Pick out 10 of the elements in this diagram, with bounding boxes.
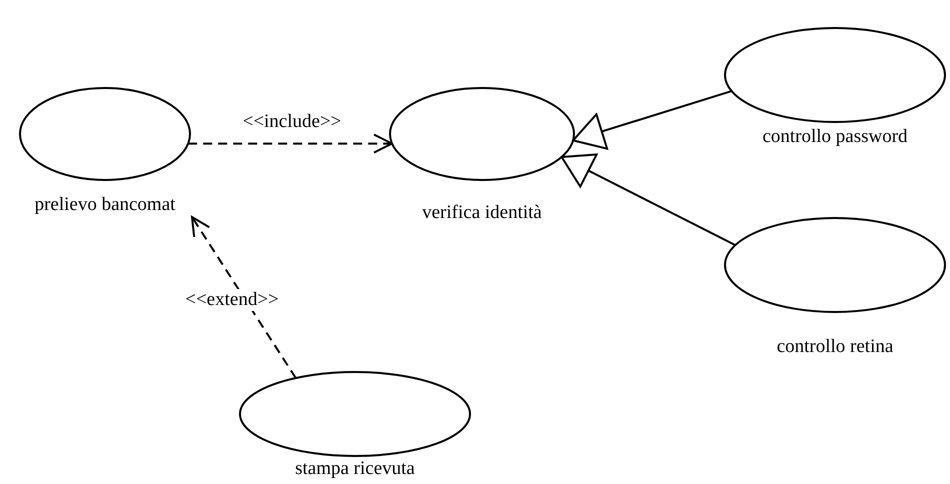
- edge-label: <<extend>>: [183, 289, 281, 311]
- use-case-label: prelievo bancomat: [34, 193, 176, 217]
- dashed-arrow: [191, 216, 297, 379]
- generalization-arrow: [560, 154, 736, 246]
- dashed-arrow: [188, 134, 393, 154]
- use-case-label: controllo password: [762, 125, 908, 149]
- use-case-label: verifica identità: [422, 201, 542, 225]
- use-case-label: controllo retina: [776, 335, 894, 359]
- use-case-label: stampa ricevuta: [295, 457, 415, 481]
- generalization-arrow: [572, 90, 732, 150]
